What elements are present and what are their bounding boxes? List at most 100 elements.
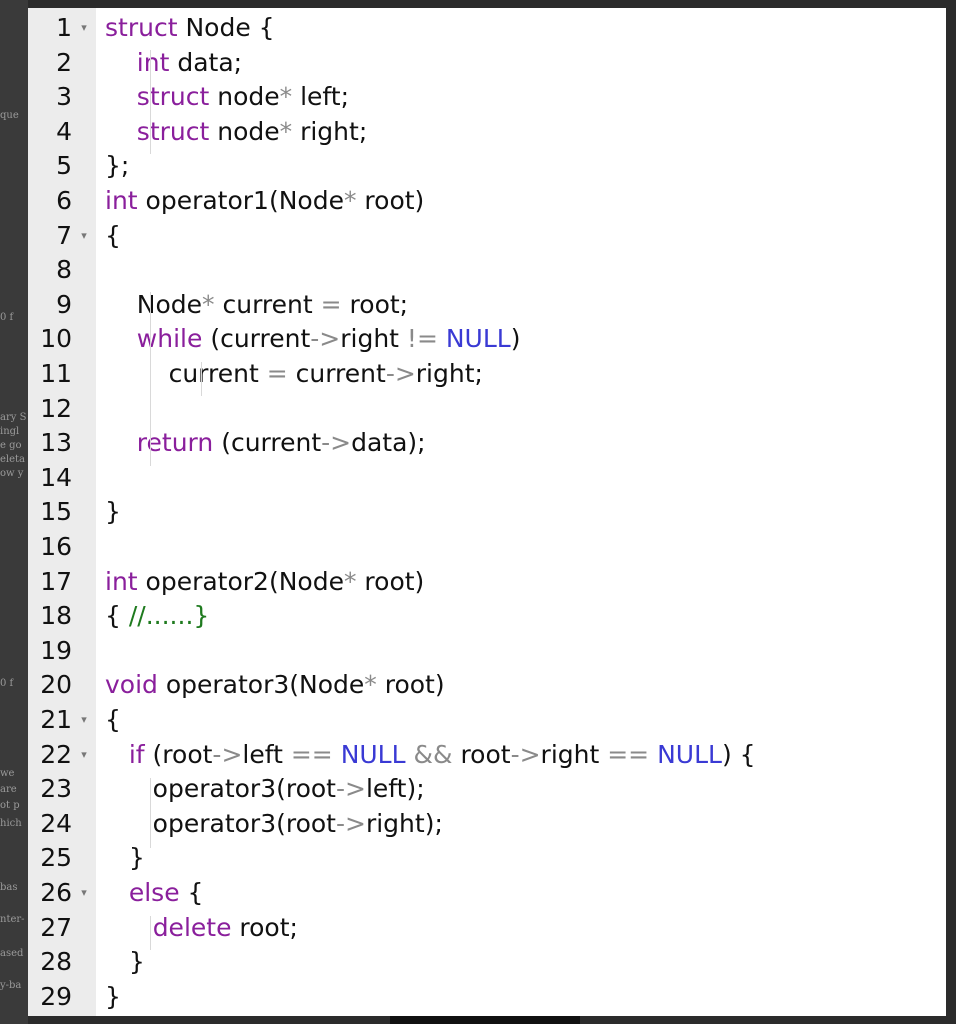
code-line: 6 int operator1(Node* root) (28, 184, 946, 219)
line-number: 7 (56, 220, 72, 250)
line-number: 6 (56, 186, 72, 215)
line-number: 28 (40, 947, 72, 977)
code-token: int (136, 47, 170, 77)
code-token: root) (376, 670, 445, 700)
indent-guide (201, 362, 202, 396)
indent-guide (150, 916, 151, 950)
background-text-fragment: e go (0, 440, 22, 451)
line-number: 21 (40, 705, 72, 734)
code-token: = (266, 359, 288, 388)
indent-guide (150, 292, 151, 466)
code-token (105, 428, 137, 457)
code-token: else (128, 878, 180, 907)
code-token: operator3(root (105, 808, 336, 838)
background-text-fragment: que (0, 110, 19, 121)
background-text-fragment: eleta (0, 454, 26, 465)
code-token: left (242, 739, 291, 769)
line-number: 12 (40, 393, 72, 423)
code-token: root) (356, 186, 425, 215)
code-line: 5}; (28, 149, 946, 184)
code-token (406, 740, 414, 769)
code-token: current (214, 289, 321, 319)
code-token: -> (212, 739, 243, 769)
code-line: 26 ▾ else { (28, 876, 946, 911)
line-number: 5 (56, 151, 72, 181)
code-line: 29} (28, 980, 946, 1015)
line-number: 18 (40, 601, 72, 631)
background-text-fragment: hich (0, 818, 22, 829)
code-line: 10 while (current->right != NULL) (28, 322, 946, 357)
chevron-down-icon[interactable]: ▾ (81, 747, 87, 761)
code-token: } (105, 843, 145, 873)
background-text-fragment: ow y (0, 468, 24, 479)
code-line: 28 } (28, 945, 946, 980)
code-token (105, 878, 129, 907)
line-number: 26 (40, 878, 72, 907)
code-token: data); (351, 428, 426, 458)
indent-guide (150, 778, 151, 848)
code-token (105, 117, 137, 146)
code-editor[interactable]: 1▾struct Node {2 int data;3 struct node*… (28, 8, 946, 1016)
code-line: 8 (28, 253, 946, 288)
code-token: root; (341, 289, 409, 319)
code-token: left); (365, 774, 425, 804)
background-text-fragment: y-ba (0, 980, 22, 991)
code-text: else { (105, 876, 204, 911)
chevron-down-icon[interactable]: ▾ (81, 21, 87, 34)
code-text: int operator1(Node* root) (105, 184, 424, 219)
code-token: int (105, 186, 138, 215)
code-token: ) (510, 324, 521, 354)
line-number: 10 (40, 324, 72, 354)
code-line: 11 current = current->right; (28, 357, 946, 392)
line-number: 14 (40, 462, 72, 492)
background-text-fragment: ingl (0, 426, 20, 437)
line-number: 3 (56, 82, 72, 112)
chevron-down-icon[interactable]: ▾ (81, 886, 87, 899)
code-token: (root (144, 739, 213, 769)
line-number: 9 (56, 289, 72, 319)
code-token: * (343, 186, 357, 215)
code-token (649, 740, 657, 769)
code-token: left; (292, 82, 350, 112)
code-token: = (320, 289, 342, 319)
code-token: } (105, 497, 121, 527)
code-token: right; (415, 359, 483, 388)
code-token (105, 913, 153, 942)
code-token: void (105, 670, 158, 700)
background-text-fragment: bas (0, 882, 18, 893)
code-token: right (340, 324, 407, 354)
background-text-fragment: are (0, 784, 17, 795)
code-line: 16 (28, 530, 946, 565)
chevron-down-icon[interactable]: ▾ (81, 228, 87, 242)
indent-guide (150, 50, 151, 154)
code-text: if (root->left == NULL && root->right ==… (105, 738, 756, 773)
background-text-fragment: nter- (0, 914, 25, 925)
code-line: 1▾struct Node { (28, 11, 946, 46)
background-text-fragment: 0 f (0, 678, 14, 689)
code-token: node (209, 116, 280, 146)
code-token: delete (152, 912, 232, 942)
code-text: } (105, 841, 145, 876)
code-text: int data; (105, 46, 242, 81)
code-token (438, 324, 446, 353)
code-token: -> (385, 359, 416, 388)
code-token: right (540, 739, 608, 769)
line-number: 20 (40, 670, 72, 700)
code-token: }; (105, 151, 130, 181)
code-token: Node { (177, 13, 275, 42)
code-token: == (290, 739, 333, 769)
line-number-gutter (28, 8, 96, 1016)
line-number: 16 (40, 532, 72, 561)
line-number: 25 (40, 843, 72, 873)
code-token: { (105, 601, 129, 631)
code-token: (current (213, 428, 322, 458)
background-text-fragment: ary S (0, 412, 27, 423)
line-number: 22 (40, 739, 72, 769)
chevron-down-icon[interactable]: ▾ (81, 713, 87, 726)
code-token: (current (202, 324, 311, 354)
code-text: return (current->data); (105, 426, 426, 461)
line-number: 2 (56, 47, 72, 77)
code-line: 14 (28, 461, 946, 496)
